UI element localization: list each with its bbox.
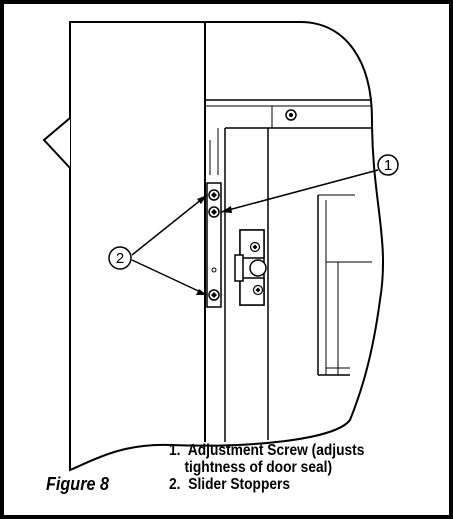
svg-text:2: 2 xyxy=(116,250,124,267)
detail-outline xyxy=(69,21,385,472)
legend-item-1-number: 1. xyxy=(169,442,181,459)
latch-roller-icon xyxy=(249,259,267,277)
callout-1: 1 xyxy=(377,154,399,176)
slider-stopper-bottom-screw-icon xyxy=(208,289,220,301)
slider-stopper-top-screw-icon xyxy=(208,189,220,201)
legend-item-1-line1: Adjustment Screw (adjusts xyxy=(187,442,365,459)
leader-line-1 xyxy=(220,169,379,213)
leader-line-2a xyxy=(131,194,208,256)
door-latch-point xyxy=(42,117,71,169)
legend-item-1: 1. Adjustment Screw (adjusts tightness o… xyxy=(169,442,410,476)
legend-item-2-text: Slider Stoppers xyxy=(188,476,291,493)
legend-item-2-number: 2. xyxy=(169,476,181,493)
slider-plate xyxy=(206,182,222,308)
callout-2: 2 xyxy=(108,246,132,270)
legend: 1. Adjustment Screw (adjusts tightness o… xyxy=(169,442,410,493)
svg-text:1: 1 xyxy=(384,157,392,174)
leader-line-2b xyxy=(131,259,208,296)
figure-label: Figure 8 xyxy=(46,474,110,494)
adjustment-screw-icon xyxy=(208,206,220,218)
legend-item-2: 2. Slider Stoppers xyxy=(169,476,410,493)
legend-item-1-line2: tightness of door seal) xyxy=(184,459,333,476)
